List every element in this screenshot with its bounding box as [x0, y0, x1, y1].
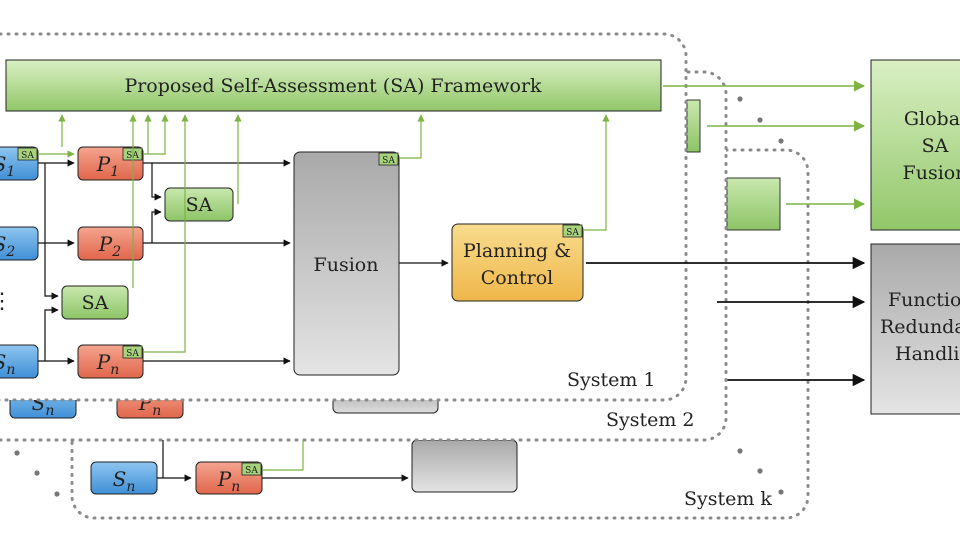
redundancy-line1: Functional [888, 289, 960, 311]
processor-pn-badge [122, 345, 143, 359]
system-k-label: System k [684, 488, 772, 510]
badge-text: SA [245, 466, 258, 476]
global-sa-fusion: Global SA Fusion [870, 59, 960, 231]
sensor-ellipsis: ⋮ [0, 289, 13, 314]
global-sa-line2: SA [922, 135, 949, 157]
sa-unit-top [164, 187, 234, 222]
system-2-label: System 2 [606, 409, 695, 431]
processor-pn-label: Pn [96, 350, 120, 378]
system-k-sensor-label: Sn [113, 467, 136, 495]
system-1-label: System 1 [567, 369, 656, 391]
badge-text: SA [126, 349, 139, 359]
system-k-fusion [411, 439, 518, 493]
functional-redundancy: Functional Redundancy Handling [870, 243, 960, 415]
data-flow-arrows [38, 159, 449, 365]
functional-redundancy-block [870, 243, 960, 415]
badge-text: SA [382, 156, 395, 166]
ellipsis-dots [14, 96, 784, 497]
badge-text: SA [21, 151, 34, 161]
processor-p1-label: P1 [96, 152, 119, 180]
processor-p2-label: P2 [98, 232, 121, 260]
sa-report-arrows [38, 114, 610, 353]
badge-text: SA [566, 228, 579, 238]
sa-unit-bottom-label: SA [82, 292, 109, 314]
system-k-processor-badge [241, 462, 262, 476]
planning-badge [562, 224, 583, 238]
sa-framework-bar [5, 59, 662, 112]
sensor-s1-badge [17, 147, 38, 161]
redundancy-line2: Redundancy [880, 316, 960, 338]
sensor-s1-label: S1 [0, 152, 15, 180]
sensor-s2-label: S2 [0, 232, 15, 260]
sa-unit-top-label: SA [186, 194, 213, 216]
system-1-group: Proposed Self-Assessment (SA) Framework … [0, 32, 866, 402]
system-k-sa-block [726, 177, 781, 231]
global-sa-fusion-block [870, 59, 960, 231]
system-2-sa-block [686, 99, 701, 153]
fusion-badge [378, 152, 399, 166]
planning-control-block [451, 223, 584, 302]
global-sa-line1: Global [904, 108, 960, 130]
sa-unit-bottom [61, 285, 129, 320]
redundancy-line3: Handling [895, 343, 960, 365]
planning-line1: Planning & [463, 240, 571, 262]
fusion-label: Fusion [314, 254, 379, 276]
sensor-sn-label: Sn [0, 350, 15, 378]
sa-framework-title: Proposed Self-Assessment (SA) Framework [124, 75, 542, 97]
system-k-processor-label: Pn [217, 467, 241, 495]
planning-line2: Control [481, 267, 553, 289]
global-sa-line3: Fusion [903, 162, 960, 184]
